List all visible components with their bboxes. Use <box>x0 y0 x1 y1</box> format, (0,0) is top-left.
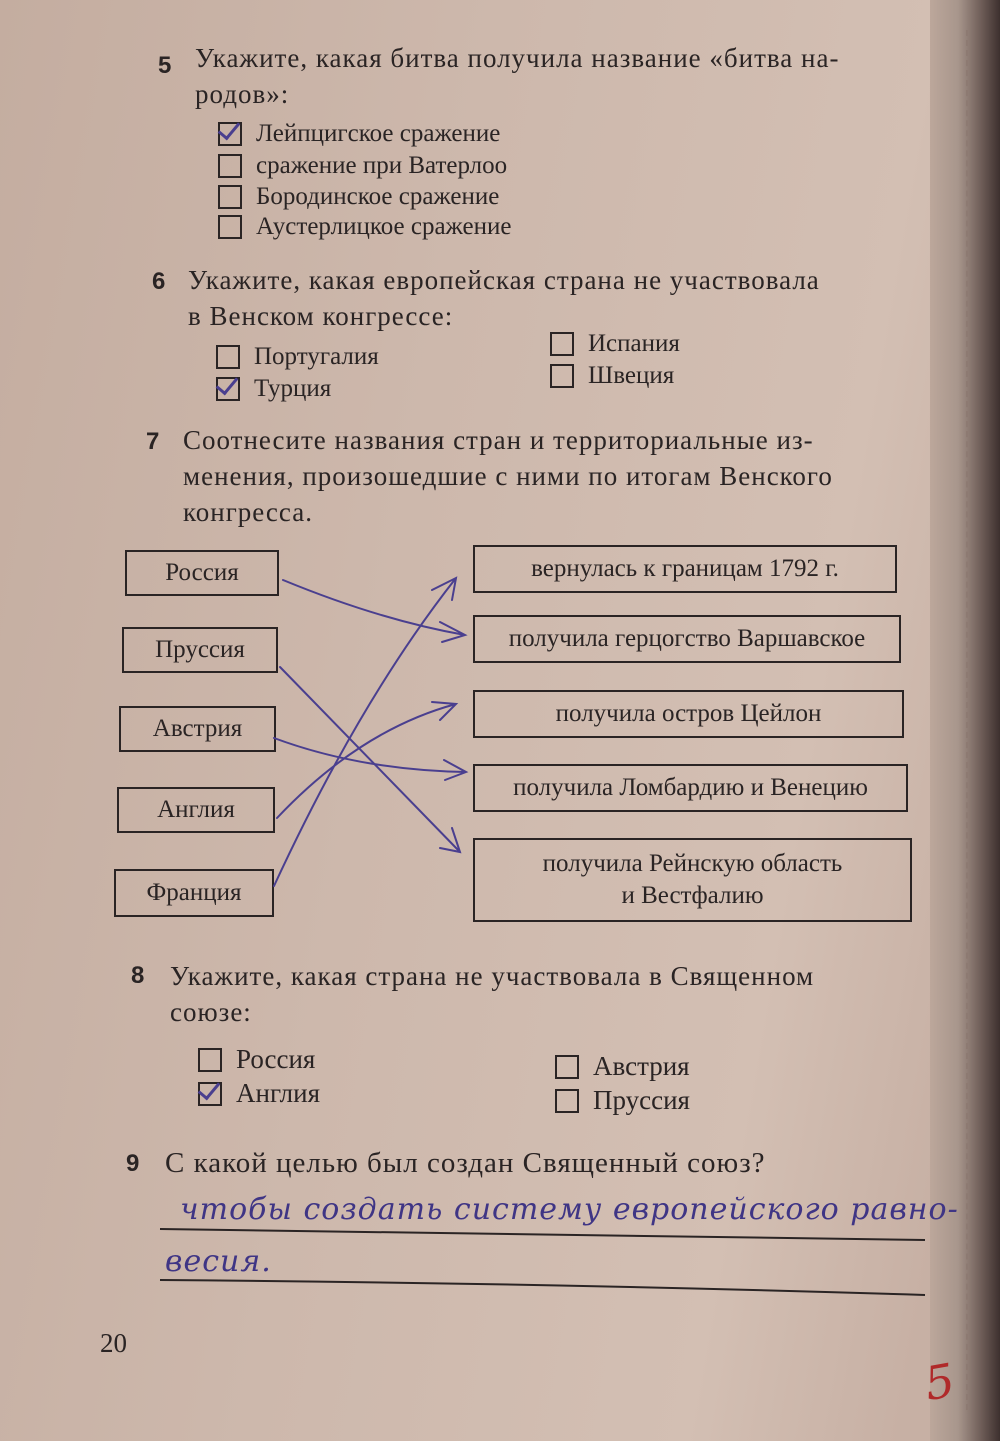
question-7-number: 7 <box>146 428 160 455</box>
arrow-france-1792 <box>273 576 458 887</box>
question-5-text: Укажите, какая битва получила название «… <box>195 43 840 109</box>
checkbox-checked[interactable] <box>218 122 242 146</box>
question-8-number: 8 <box>131 962 145 989</box>
checkbox[interactable] <box>218 185 242 209</box>
checkbox-checked[interactable] <box>198 1081 222 1106</box>
q8-option[interactable]: Пруссия <box>555 1085 690 1116</box>
checkbox[interactable] <box>198 1047 222 1072</box>
country-box-prussia[interactable]: Пруссия <box>122 627 278 673</box>
question-9-text: С какой целью был создан Священный союз? <box>165 1147 766 1179</box>
arrow-prussia-rhine <box>279 666 462 854</box>
question-6-number: 6 <box>152 268 166 295</box>
next-page-edge <box>930 0 1000 1441</box>
change-box-lombardy[interactable]: получила Ломбардию и Венецию <box>473 764 908 812</box>
handwritten-answer-line2[interactable]: весия. <box>165 1244 272 1279</box>
q6-option[interactable]: Испания <box>550 330 680 358</box>
q5-option[interactable]: сражение при Ватерлоо <box>218 152 507 180</box>
question-6-text: Укажите, какая европейская страна не уча… <box>188 265 820 331</box>
q6-option[interactable]: Турция <box>216 375 331 403</box>
q8-option[interactable]: Австрия <box>555 1051 690 1082</box>
checkbox[interactable] <box>550 364 574 388</box>
change-box-ceylon[interactable]: получила остров Цейлон <box>473 690 904 738</box>
change-box-warsaw[interactable]: получила герцогство Варшавское <box>473 615 901 663</box>
arrow-england-ceylon <box>276 701 459 819</box>
country-box-england[interactable]: Англия <box>117 787 275 833</box>
checkbox[interactable] <box>550 332 574 356</box>
checkbox[interactable] <box>555 1054 579 1079</box>
question-9-number: 9 <box>126 1150 140 1177</box>
question-8-text: Укажите, какая страна не участвовала в С… <box>170 961 815 1027</box>
question-7-text: Соотнесите названия стран и территориаль… <box>183 425 833 527</box>
country-box-austria[interactable]: Австрия <box>119 706 276 752</box>
q5-option[interactable]: Аустерлицкое сражение <box>218 213 511 241</box>
checkbox[interactable] <box>216 345 240 369</box>
handwritten-answer-line1[interactable]: чтобы создать систему европейского равно… <box>180 1192 959 1227</box>
q8-option[interactable]: Англия <box>198 1078 320 1109</box>
change-box-1792[interactable]: вернулась к границам 1792 г. <box>473 545 897 593</box>
checkbox-checked[interactable] <box>216 377 240 401</box>
q5-option[interactable]: Бородинское сражение <box>218 183 499 211</box>
arrow-russia-warsaw <box>282 579 468 643</box>
page-number: 20 <box>100 1328 127 1358</box>
country-box-russia[interactable]: Россия <box>125 550 279 596</box>
question-5-number: 5 <box>158 52 172 79</box>
q8-option[interactable]: Россия <box>198 1044 315 1075</box>
checkbox[interactable] <box>555 1088 579 1113</box>
country-box-france[interactable]: Франция <box>114 869 274 917</box>
arrow-austria-lombardy <box>273 737 469 781</box>
checkbox[interactable] <box>218 215 242 239</box>
q5-option[interactable]: Лейпцигское сражение <box>218 120 500 148</box>
cut-line <box>966 30 968 1410</box>
q6-option[interactable]: Португалия <box>216 343 379 371</box>
checkbox[interactable] <box>218 154 242 178</box>
q6-option[interactable]: Швеция <box>550 362 674 390</box>
